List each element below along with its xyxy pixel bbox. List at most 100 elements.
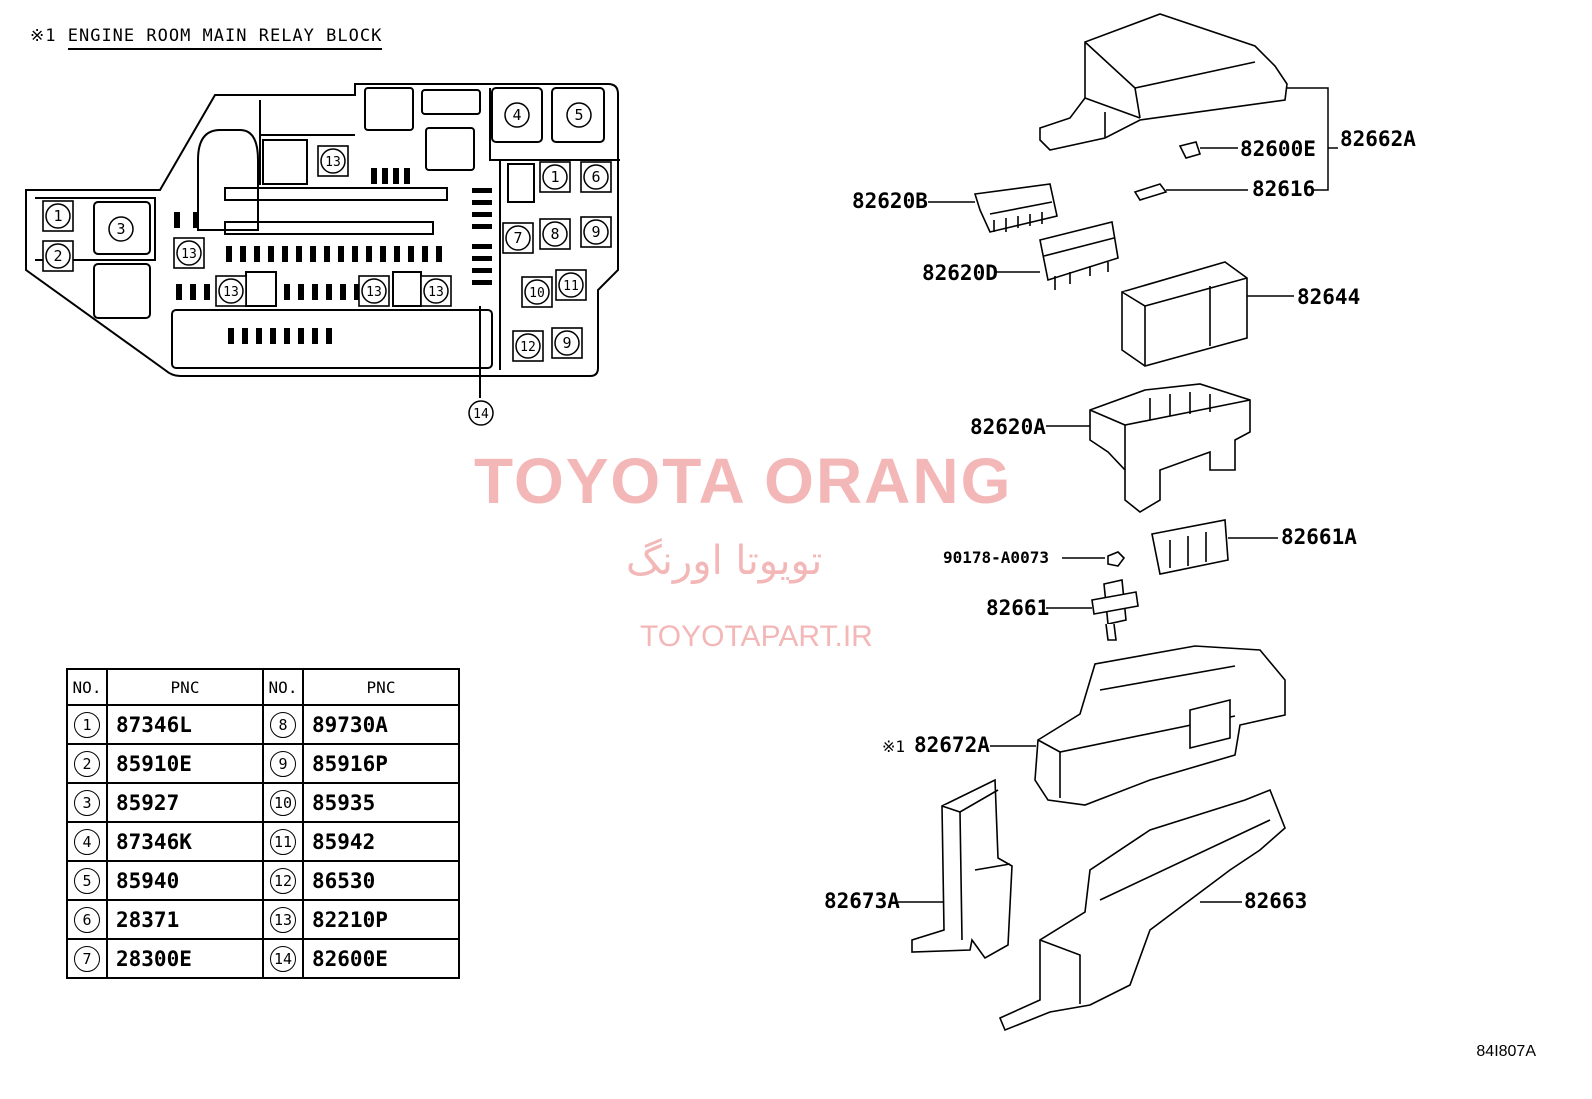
relay-position-label: 13 (428, 285, 444, 300)
relay-position-4: 4 (504, 102, 530, 128)
relay-block-outline (25, 83, 620, 398)
row-number: 12 (262, 860, 304, 901)
nut-90178-a0073 (1107, 551, 1126, 567)
relay-position-label: 13 (223, 285, 239, 300)
part-number-cell: 89730A (302, 704, 460, 745)
row-number: 6 (66, 899, 108, 940)
relay-position-14: 14 (468, 400, 494, 426)
part-number-cell: 85940 (106, 860, 264, 901)
relay-position-label: 11 (563, 279, 579, 294)
relay-position-8: 8 (539, 218, 571, 250)
part-number-cell: 87346L (106, 704, 264, 745)
relay-position-label: 9 (591, 223, 600, 241)
bracket-82661a (1151, 519, 1229, 575)
label-82672a: 82672A (914, 733, 990, 757)
part-number-cell: 28371 (106, 899, 264, 940)
relay-position-12: 12 (512, 330, 544, 362)
relay-position-label: 13 (181, 247, 197, 262)
label-82620b: 82620B (852, 189, 928, 213)
label-82600e: 82600E (1240, 137, 1316, 161)
bracket-82673a (911, 778, 1013, 960)
row-number: 4 (66, 821, 108, 862)
label-82661a: 82661A (1281, 525, 1357, 549)
relay-position-label: 12 (520, 340, 536, 355)
row-number-circle: 4 (74, 828, 100, 855)
relay-position-10: 10 (521, 276, 553, 308)
row-number-circle: 7 (74, 945, 100, 972)
relay-block-case-82672a (1034, 645, 1286, 806)
row-number: 9 (262, 743, 304, 784)
relay-position-label: 7 (513, 229, 522, 247)
part-number-cell: 85935 (302, 782, 460, 823)
connector-82620d (1039, 221, 1119, 290)
relay-position-9: 9 (551, 327, 583, 359)
relay-position-label: 5 (574, 106, 583, 124)
label-82616: 82616 (1252, 177, 1315, 201)
terminal-82661 (1091, 579, 1139, 641)
title-mark: ※1 (30, 26, 57, 46)
relay-position-label: 9 (562, 334, 571, 352)
row-number-circle: 10 (270, 789, 296, 816)
part-number-cell: 85916P (302, 743, 460, 784)
label-82620a: 82620A (970, 415, 1046, 439)
relay-module-82644 (1121, 261, 1248, 367)
part-number-cell: 85942 (302, 821, 460, 862)
row-number: 13 (262, 899, 304, 940)
header-pnc-left: PNC (106, 668, 264, 706)
row-number: 8 (262, 704, 304, 745)
row-number: 14 (262, 938, 304, 979)
fuse-slots (174, 168, 492, 344)
relay-position-13: 13 (173, 237, 205, 269)
row-number-circle: 11 (270, 828, 296, 855)
relay-position-1: 1 (539, 161, 571, 193)
leader-lines (898, 87, 1338, 903)
row-number: 10 (262, 782, 304, 823)
relay-position-2: 2 (42, 240, 74, 272)
row-number-circle: 14 (270, 945, 296, 972)
relay-position-13: 13 (215, 275, 247, 307)
watermark-site: TOYOTAPART.IR (640, 620, 873, 653)
header-no-left: NO. (66, 668, 108, 706)
part-number-cell: 28300E (106, 938, 264, 979)
relay-position-label: 1 (53, 207, 62, 225)
row-number-circle: 6 (74, 906, 100, 933)
row-number-circle: 13 (270, 906, 296, 933)
row-number-circle: 8 (270, 711, 296, 738)
part-number-cell: 85910E (106, 743, 264, 784)
row-number-circle: 5 (74, 867, 100, 894)
relay-position-7: 7 (502, 222, 534, 254)
part-number-cell: 82210P (302, 899, 460, 940)
relay-position-label: 13 (366, 285, 382, 300)
watermark-brand: TOYOTA ORANG (474, 445, 1013, 517)
row-number-circle: 3 (74, 789, 100, 816)
row-number: 11 (262, 821, 304, 862)
label-90178-a0073: 90178-A0073 (943, 548, 1049, 567)
row-number-circle: 12 (270, 867, 296, 894)
part-number-cell: 85927 (106, 782, 264, 823)
fuse-82600e (1178, 141, 1202, 159)
relay-position-label: 8 (550, 225, 559, 243)
label-82672a-mark: ※1 (882, 737, 905, 756)
part-number-cell: 87346K (106, 821, 264, 862)
clip-82616 (1133, 183, 1168, 201)
relay-position-label: 2 (53, 247, 62, 265)
label-82662a: 82662A (1340, 127, 1416, 151)
relay-position-label: 14 (473, 407, 489, 422)
relay-position-label: 10 (529, 286, 545, 301)
relay-position-label: 13 (325, 155, 341, 170)
label-82663: 82663 (1244, 889, 1307, 913)
diagram-code: 84I807A (1476, 1043, 1536, 1060)
title-text: ENGINE ROOM MAIN RELAY BLOCK (67, 26, 383, 50)
relay-position-1: 1 (42, 200, 74, 232)
relay-position-13: 13 (317, 145, 349, 177)
relay-block-cover (1039, 13, 1288, 151)
